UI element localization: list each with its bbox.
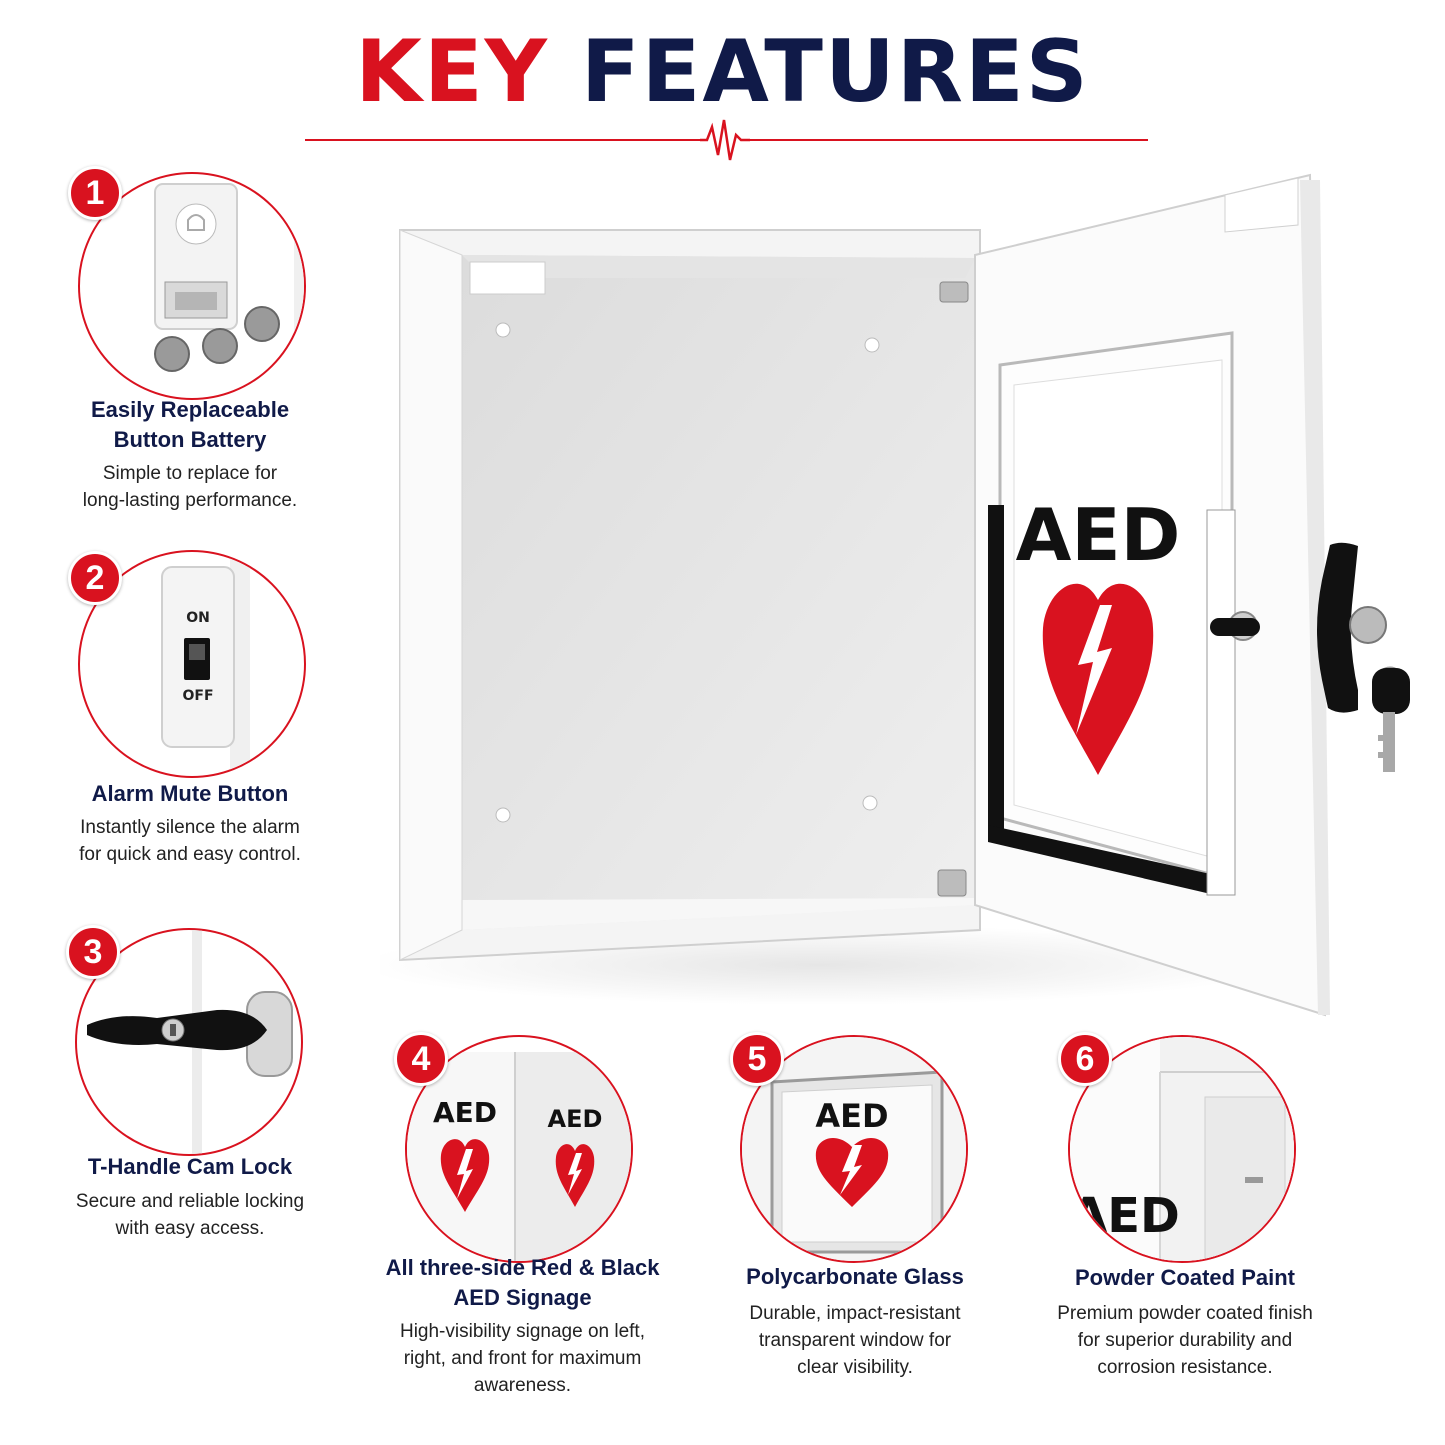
feature-4-badge: 4 (394, 1032, 448, 1086)
feature-6-desc: Premium powder coated finish for superio… (1030, 1300, 1340, 1381)
feature-1-title: Easily Replaceable Button Battery (40, 395, 340, 455)
feature-3-desc-line1: Secure and reliable locking (75, 1191, 305, 1212)
corner-aed-text: AED (1070, 1188, 1180, 1244)
cabinet-aed-text: AED (1016, 493, 1181, 577)
feature-5-image: AED (740, 1035, 968, 1263)
title-features: FEATURES (580, 22, 1090, 122)
feature-5-desc-line1: Durable, impact-resistant (749, 1303, 961, 1324)
feature-2-image: ON OFF (78, 550, 306, 778)
feature-6-badge: 6 (1058, 1032, 1112, 1086)
switch-off-label: OFF (182, 688, 213, 704)
feature-2-desc-line1: Instantly silence the alarm (80, 817, 300, 838)
feature-4-desc-line3: awareness. (473, 1375, 572, 1396)
aed-signage-icon: AED AED (407, 1052, 631, 1261)
feature-2-desc: Instantly silence the alarm for quick an… (40, 814, 340, 868)
cabinet-corner-icon: AED (1070, 1037, 1294, 1261)
feature-1-desc-line2: long-lasting performance. (82, 490, 298, 511)
switch-icon: ON OFF (161, 552, 250, 776)
feature-1-title-line2: Button Battery (113, 427, 267, 452)
feature-4-desc-line1: High-visibility signage on left, (399, 1321, 645, 1342)
feature-3-image (75, 928, 303, 1156)
feature-4-desc-line2: right, and front for maximum (403, 1348, 642, 1369)
signage-left-text: AED (433, 1096, 497, 1129)
t-handle-lock-icon (87, 930, 293, 1154)
feature-5-title-line1: Polycarbonate Glass (746, 1264, 964, 1289)
feature-1-desc: Simple to replace for long-lasting perfo… (40, 460, 340, 514)
feature-4-title-line1: All three-side Red & Black (385, 1255, 660, 1280)
feature-6-image: AED (1068, 1035, 1296, 1263)
page-title: KEY FEATURES (0, 22, 1445, 122)
feature-1-badge: 1 (68, 166, 122, 220)
feature-5-desc: Durable, impact-resistant transparent wi… (700, 1300, 1010, 1381)
feature-5-desc-line2: transparent window for (758, 1330, 952, 1351)
feature-3-title-line1: T-Handle Cam Lock (87, 1154, 293, 1179)
heartbeat-divider (305, 119, 1148, 161)
feature-3-desc: Secure and reliable locking with easy ac… (40, 1188, 340, 1242)
feature-5-desc-line3: clear visibility. (797, 1357, 913, 1378)
aed-cabinet-image: AED (380, 173, 1410, 1017)
feature-3-title: T-Handle Cam Lock (40, 1152, 340, 1182)
feature-4-title-line2: AED Signage (453, 1285, 592, 1310)
feature-5-title: Polycarbonate Glass (700, 1262, 1010, 1292)
feature-2-title-line1: Alarm Mute Button (91, 781, 289, 806)
feature-2-badge: 2 (68, 551, 122, 605)
feature-6-desc-line1: Premium powder coated finish (1057, 1303, 1313, 1324)
switch-on-label: ON (186, 610, 210, 626)
feature-1-desc-line1: Simple to replace for (102, 463, 278, 484)
signage-right-text: AED (548, 1105, 603, 1133)
window-aed-text: AED (815, 1097, 888, 1135)
feature-6-title: Powder Coated Paint (1030, 1263, 1340, 1293)
feature-4-desc: High-visibility signage on left, right, … (360, 1318, 685, 1399)
feature-1-title-line1: Easily Replaceable (90, 397, 290, 422)
battery-alarm-icon (154, 183, 304, 374)
title-key: KEY (355, 22, 549, 122)
feature-3-desc-line2: with easy access. (115, 1218, 265, 1239)
feature-4-title: All three-side Red & Black AED Signage (360, 1253, 685, 1313)
feature-3-badge: 3 (66, 925, 120, 979)
feature-6-title-line1: Powder Coated Paint (1074, 1265, 1296, 1290)
feature-2-desc-line2: for quick and easy control. (79, 844, 301, 865)
feature-1-image (78, 172, 306, 400)
feature-6-desc-line2: for superior durability and (1077, 1330, 1293, 1351)
polycarbonate-window-icon: AED (742, 1037, 966, 1261)
feature-2-title: Alarm Mute Button (40, 779, 340, 809)
feature-6-desc-line3: corrosion resistance. (1097, 1357, 1273, 1378)
feature-5-badge: 5 (730, 1032, 784, 1086)
